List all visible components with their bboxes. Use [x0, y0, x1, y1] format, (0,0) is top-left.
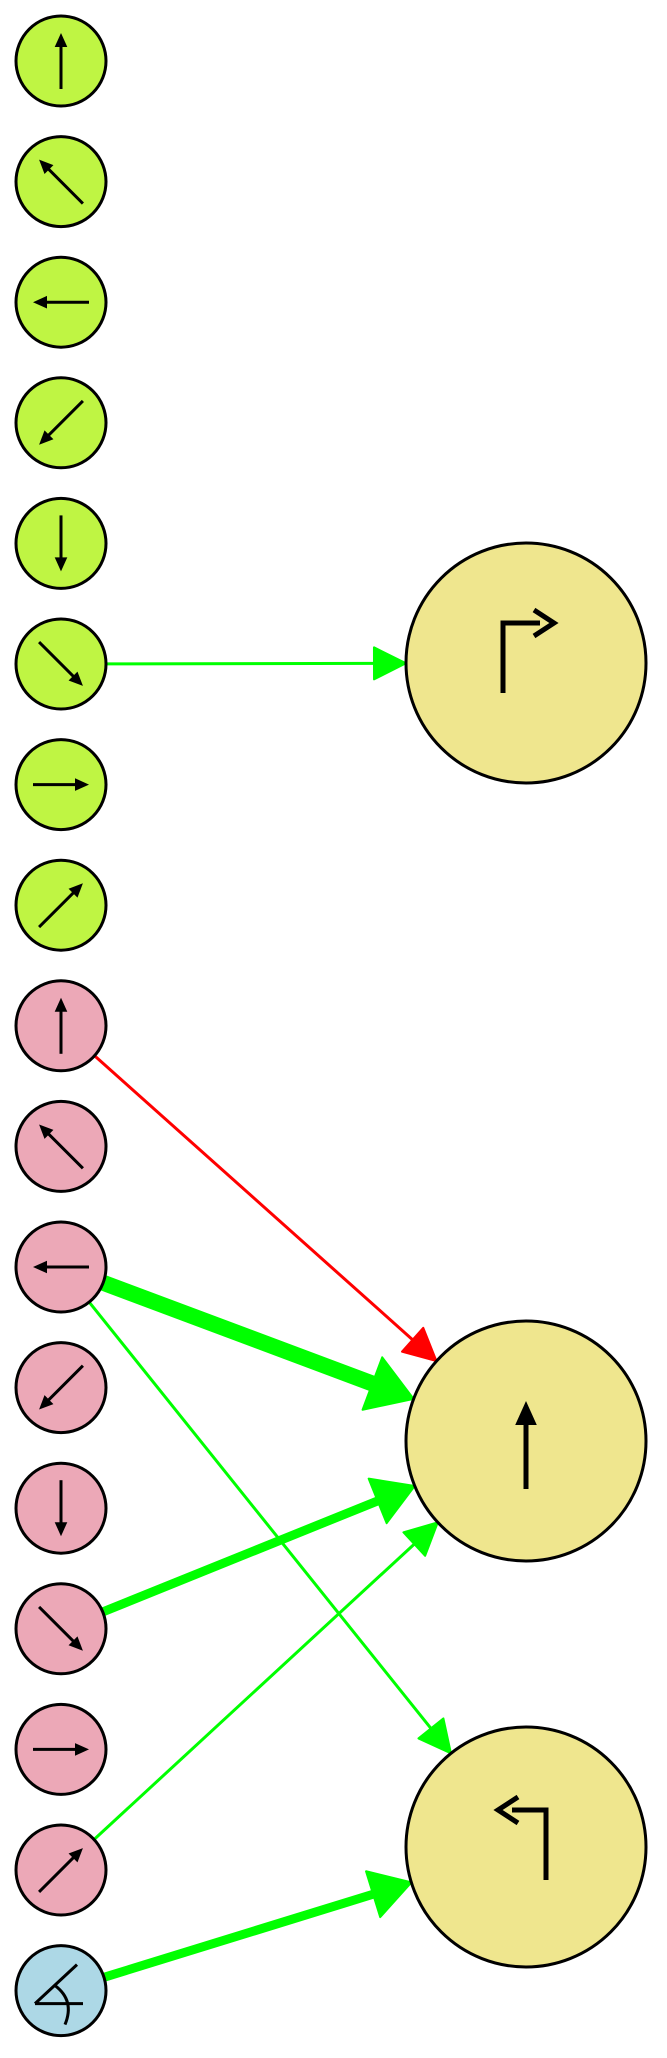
arrow-down-left-icon: [39, 399, 84, 445]
connection-edge: [93, 1521, 439, 1841]
connection-edge: [93, 1054, 438, 1363]
pink-input-node: [14, 1461, 108, 1555]
arrow-up-icon: [54, 997, 68, 1054]
arrow-left-icon: [33, 295, 89, 309]
green-input-node: [14, 496, 108, 590]
arrow-left-icon: [33, 1260, 89, 1274]
forward-icon: [515, 1401, 537, 1489]
arrow-down-right-icon: [38, 641, 83, 686]
connection-edge: [102, 1870, 413, 1982]
arrow-right-icon: [33, 778, 89, 791]
green-input-node: [14, 14, 108, 108]
edges-layer: [87, 646, 452, 1982]
pink-input-node: [14, 1823, 108, 1917]
pink-input-node: [14, 1702, 108, 1796]
angle-icon: [33, 1963, 83, 2026]
connection-edge: [101, 1477, 416, 1617]
arrow-down-icon: [54, 515, 68, 572]
arrow-up-icon: [54, 33, 68, 89]
blue-input-node: [14, 1944, 108, 2038]
arrow-down-icon: [54, 1480, 68, 1537]
output-node: [404, 541, 648, 785]
output-node: [404, 1319, 648, 1563]
pink-input-node: [14, 1341, 108, 1435]
nodes-layer: [14, 14, 648, 2038]
arrow-up-left-icon: [39, 159, 84, 205]
arrow-down-right-icon: [38, 1605, 83, 1651]
connection-edge: [87, 1301, 452, 1755]
green-input-node: [14, 376, 108, 470]
arrow-up-left-icon: [39, 1124, 84, 1170]
arrow-right-icon: [33, 1743, 89, 1756]
connection-edge: [100, 1275, 415, 1411]
arrow-down-left-icon: [39, 1364, 84, 1410]
connection-edge: [105, 646, 408, 681]
green-input-node: [14, 617, 108, 711]
green-input-node: [14, 858, 108, 952]
arrow-up-right-icon: [38, 883, 83, 929]
turn-right-icon: [500, 607, 559, 693]
pink-input-node: [14, 1582, 108, 1676]
green-input-node: [14, 738, 108, 832]
pink-input-node: [14, 1220, 108, 1314]
turn-left-icon: [493, 1794, 549, 1880]
pink-input-node: [14, 1099, 108, 1193]
green-input-node: [14, 135, 108, 229]
green-input-node: [14, 255, 108, 349]
arrow-up-right-icon: [38, 1848, 83, 1893]
output-node: [404, 1725, 648, 1969]
pink-input-node: [14, 979, 108, 1073]
